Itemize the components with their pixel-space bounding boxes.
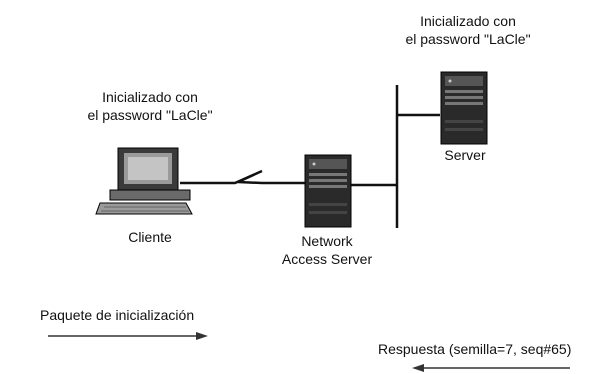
response-arrow <box>412 364 570 372</box>
client-caption: Inicializado con el password "LaCle" <box>87 89 213 123</box>
computer-icon <box>95 147 193 215</box>
serial-link-icon <box>180 169 305 185</box>
network-access-server-icon <box>304 154 352 228</box>
nas-label-line1: Network <box>301 233 353 249</box>
packet-init-label: Paquete de inicialización <box>40 307 195 323</box>
client-label: Cliente <box>128 229 172 245</box>
server-label: Server <box>444 147 486 163</box>
response-label: Respuesta (semilla=7, seq#65) <box>378 341 572 357</box>
server-caption: Inicializado con el password "LaCle" <box>405 13 531 47</box>
nas-label-line2: Access Server <box>281 251 373 267</box>
packet-init-arrow <box>48 332 208 340</box>
server-icon <box>440 71 488 145</box>
